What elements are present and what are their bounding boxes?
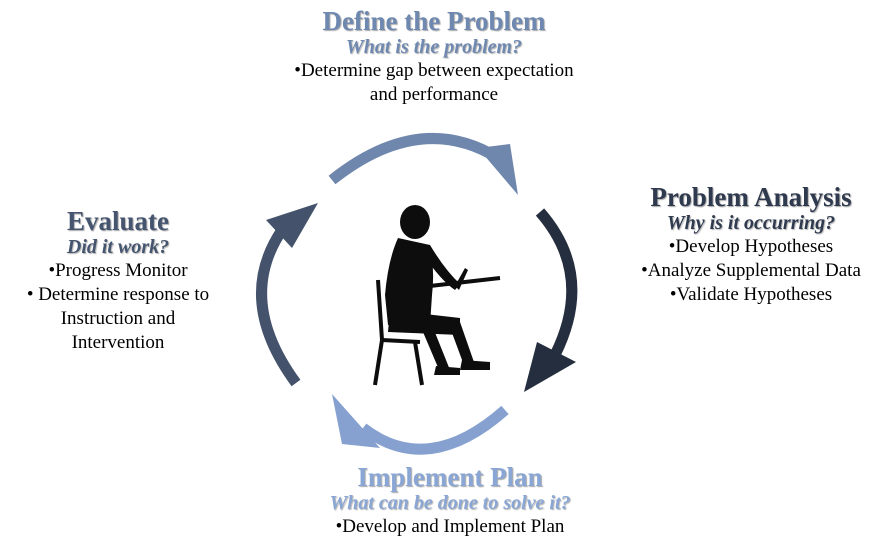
step-define-bullet-2: and performance — [369, 84, 499, 105]
step-define: Define the Problem What is the problem? … — [254, 6, 614, 107]
step-analysis-bullet-3: •Validate Hypotheses — [669, 284, 833, 305]
person-writing-icon — [373, 205, 501, 386]
step-analysis-title: Problem Analysis — [650, 182, 852, 212]
step-implement-title: Implement Plan — [357, 462, 543, 492]
step-define-question: What is the problem? — [345, 36, 523, 58]
step-analysis-question: Why is it occurring? — [666, 212, 836, 234]
step-analysis: Problem Analysis Why is it occurring? •D… — [610, 182, 892, 307]
step-define-bullet-1: •Determine gap between expectation — [294, 60, 574, 81]
step-evaluate-bullet-3: Instruction and — [60, 308, 176, 329]
step-analysis-bullet-1: •Develop Hypotheses — [668, 236, 834, 257]
arrow-left — [256, 203, 318, 387]
arrow-bottom — [332, 394, 509, 455]
arrow-right — [524, 208, 578, 392]
step-evaluate-title: Evaluate — [66, 206, 169, 236]
step-evaluate-question: Did it work? — [66, 236, 170, 258]
step-implement: Implement Plan What can be done to solve… — [280, 462, 620, 539]
step-implement-bullet-1: •Develop and Implement Plan — [335, 516, 565, 537]
step-evaluate-bullet-1: •Progress Monitor — [48, 260, 188, 281]
arrow-top — [328, 133, 518, 195]
step-implement-question: What can be done to solve it? — [329, 492, 571, 514]
step-define-title: Define the Problem — [322, 6, 546, 36]
step-analysis-bullet-2: •Analyze Supplemental Data — [641, 260, 861, 281]
step-evaluate: Evaluate Did it work? •Progress Monitor … — [0, 206, 236, 355]
step-evaluate-bullet-2: • Determine response to — [26, 284, 210, 305]
step-evaluate-bullet-4: Intervention — [71, 332, 165, 353]
